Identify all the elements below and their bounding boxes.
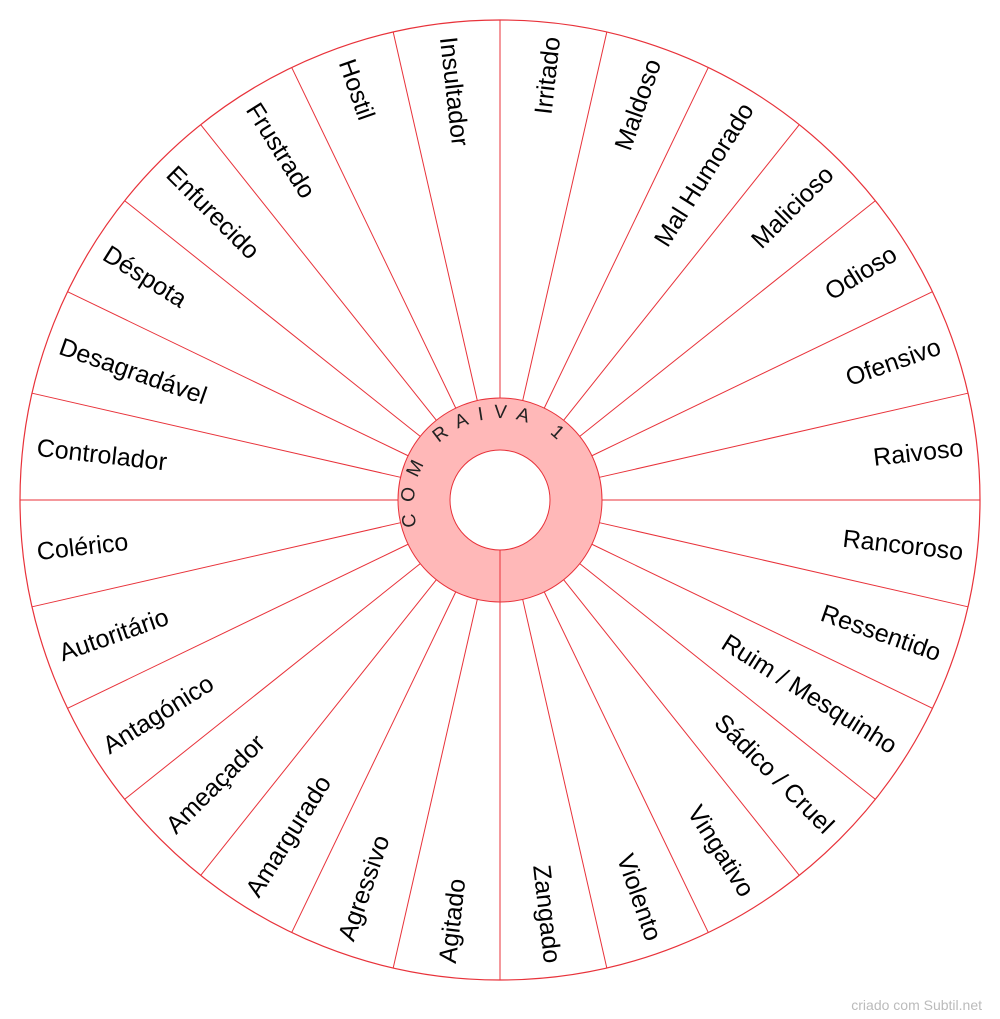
segment-divider: [67, 291, 409, 457]
segment-divider: [31, 392, 401, 478]
segment-divider: [200, 579, 437, 876]
segment-divider: [591, 291, 933, 457]
segment-divider: [200, 124, 437, 421]
segment-divider: [31, 522, 401, 608]
segment-divider: [563, 124, 800, 421]
segment-divider: [579, 200, 876, 437]
segment-divider: [543, 591, 709, 933]
center-hub: COM RAIVA 1: [397, 397, 603, 603]
segment-divider: [563, 579, 800, 876]
segment-divider: [591, 543, 933, 709]
segment-divider: [392, 599, 478, 969]
segment-divider: [543, 67, 709, 409]
segment-divider: [124, 563, 421, 800]
credit-text: criado com Subtil.net: [851, 997, 982, 1013]
segment-divider: [599, 392, 969, 478]
center-hole: [449, 449, 551, 551]
segment-divider: [392, 31, 478, 401]
segment-divider: [579, 563, 876, 800]
segment-divider: [291, 591, 457, 933]
segment-divider: [599, 522, 969, 608]
segment-divider: [522, 31, 608, 401]
segment-divider: [291, 67, 457, 409]
segment-divider: [67, 543, 409, 709]
segment-divider: [124, 200, 421, 437]
segment-divider: [522, 599, 608, 969]
